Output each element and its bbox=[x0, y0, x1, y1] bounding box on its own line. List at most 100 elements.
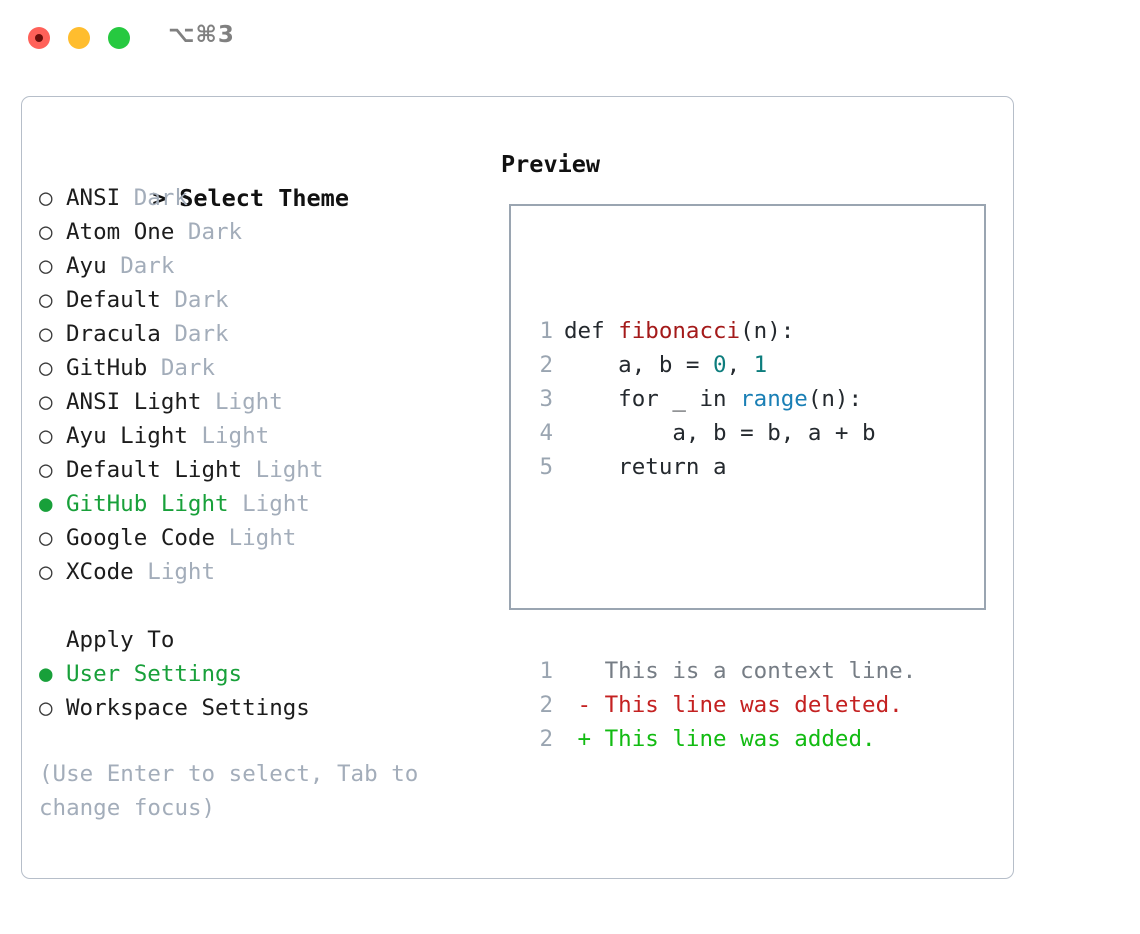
theme-picker-panel: >Select Theme ○ANSI Dark○Atom One Dark○A… bbox=[39, 147, 499, 725]
line-number: 3 bbox=[539, 386, 553, 412]
theme-variant-tag: Light bbox=[228, 525, 297, 551]
apply-to-label: Apply To bbox=[66, 627, 175, 653]
code-token-plain: a, b = bbox=[564, 352, 714, 378]
line-number: 5 bbox=[539, 454, 553, 480]
radio-unselected-icon: ○ bbox=[39, 321, 53, 347]
theme-name: Ayu bbox=[66, 253, 107, 279]
keyboard-hint-text: (Use Enter to select, Tab to change focu… bbox=[39, 761, 419, 821]
code-line: 1 def fibonacci(n): bbox=[525, 314, 916, 348]
theme-list-item[interactable]: ○XCode Light bbox=[39, 555, 499, 589]
line-number: 1 bbox=[539, 658, 553, 684]
diff-marker: + bbox=[564, 726, 592, 752]
theme-list-item[interactable]: ● GitHub Light Light bbox=[39, 487, 499, 521]
theme-list-item[interactable]: ○Default Dark bbox=[39, 283, 499, 317]
theme-variant-tag: Dark bbox=[174, 287, 229, 313]
diff-sample: 1 This is a context line.2 - This line w… bbox=[525, 654, 916, 756]
code-token-plain: , bbox=[726, 352, 754, 378]
radio-unselected-icon: ○ bbox=[39, 185, 53, 211]
apply-to-option[interactable]: ● User Settings bbox=[39, 657, 499, 691]
diff-text: This line was added. bbox=[591, 726, 876, 752]
diff-text: This line was deleted. bbox=[591, 692, 903, 718]
zoom-button[interactable] bbox=[108, 27, 130, 49]
theme-name: ANSI bbox=[66, 185, 121, 211]
radio-unselected-icon: ○ bbox=[39, 525, 53, 551]
keyboard-shortcut-label: ⌥⌘3 bbox=[168, 22, 235, 48]
theme-name: Ayu Light bbox=[66, 423, 188, 449]
radio-unselected-icon: ○ bbox=[39, 559, 53, 585]
diff-line: 2 - This line was deleted. bbox=[525, 688, 916, 722]
theme-variant-tag: Dark bbox=[133, 185, 188, 211]
theme-list-item[interactable]: ○ Dracula Dark bbox=[39, 317, 499, 351]
radio-unselected-icon: ○ bbox=[39, 287, 53, 313]
theme-variant-tag: Light bbox=[242, 491, 310, 517]
code-token-plain: def bbox=[564, 318, 619, 344]
theme-list-item[interactable]: ○ ANSI Dark bbox=[39, 181, 499, 215]
line-number: 4 bbox=[539, 420, 553, 446]
line-number: 1 bbox=[539, 318, 553, 344]
theme-variant-tag: Dark bbox=[174, 321, 229, 347]
prompt-caret-icon: > bbox=[152, 184, 167, 212]
code-token-plain: for _ in bbox=[564, 386, 741, 412]
theme-name: ANSI Light bbox=[66, 389, 202, 415]
code-token-number: 0 bbox=[713, 352, 727, 378]
diff-line: 1 This is a context line. bbox=[525, 654, 916, 688]
apply-to-option[interactable]: ○ Workspace Settings bbox=[39, 691, 499, 725]
theme-list-item[interactable]: ○ Default Light Light bbox=[39, 453, 499, 487]
code-token-call: range bbox=[740, 386, 808, 412]
radio-unselected-icon: ○ bbox=[39, 219, 53, 245]
theme-list-item[interactable]: ○GitHub Dark bbox=[39, 351, 499, 385]
theme-name: GitHub bbox=[66, 355, 148, 381]
theme-picker-header: > Select Theme bbox=[39, 147, 499, 212]
theme-list-item[interactable]: ○ Atom One Dark bbox=[39, 215, 499, 249]
theme-name: Dracula bbox=[66, 321, 161, 347]
code-token-plain: (n): bbox=[740, 318, 795, 344]
code-token-plain: a, b = b, a + b bbox=[564, 420, 876, 446]
line-number: 2 bbox=[539, 726, 553, 752]
apply-to-option-label: Workspace Settings bbox=[66, 695, 310, 721]
recording-indicator-icon bbox=[35, 34, 43, 42]
code-line: 4 a, b = b, a + b bbox=[525, 416, 916, 450]
code-line: 3 for _ in range(n): bbox=[525, 382, 916, 416]
theme-name: GitHub Light bbox=[66, 491, 229, 517]
minimize-button[interactable] bbox=[68, 27, 90, 49]
code-token-function: fibonacci bbox=[618, 318, 741, 344]
code-token-plain: return a bbox=[564, 454, 727, 480]
theme-variant-tag: Dark bbox=[120, 253, 175, 279]
theme-variant-tag: Light bbox=[255, 457, 324, 483]
code-token-number: 1 bbox=[753, 352, 768, 378]
theme-name: Atom One bbox=[66, 219, 175, 245]
line-number: 2 bbox=[539, 352, 553, 378]
page-title: Select Theme bbox=[179, 184, 349, 212]
theme-selection-dialog: >Select Theme ○ANSI Dark○Atom One Dark○A… bbox=[21, 96, 1014, 879]
radio-unselected-icon: ○ bbox=[39, 457, 53, 483]
radio-unselected-icon: ○ bbox=[39, 355, 53, 381]
apply-to-option-list: ● User Settings ○ Workspace Settings bbox=[39, 657, 499, 725]
radio-selected-icon: ● bbox=[39, 491, 53, 517]
radio-unselected-icon: ○ bbox=[39, 695, 53, 721]
code-diff-separator bbox=[525, 552, 916, 586]
theme-variant-tag: Dark bbox=[187, 219, 243, 245]
apply-to-option-label: User Settings bbox=[66, 661, 243, 687]
radio-unselected-icon: ○ bbox=[39, 389, 53, 415]
code-token-plain: (n): bbox=[807, 386, 863, 412]
theme-list-item[interactable]: ○Ayu Dark bbox=[39, 249, 499, 283]
theme-list: ○ANSI Dark○Atom One Dark○Ayu Dark○Defaul… bbox=[39, 181, 499, 589]
theme-list-item[interactable]: ○Ayu Light Light bbox=[39, 419, 499, 453]
diff-marker bbox=[564, 658, 591, 684]
theme-name: Default Light bbox=[66, 457, 243, 483]
radio-selected-icon: ● bbox=[39, 661, 53, 687]
theme-name: XCode bbox=[66, 559, 134, 585]
theme-variant-tag: Light bbox=[215, 389, 283, 415]
theme-list-item[interactable]: ○ Google Code Light bbox=[39, 521, 499, 555]
title-bar: ⌥⌘3 bbox=[0, 0, 1140, 78]
theme-name: Google Code bbox=[66, 525, 216, 551]
diff-marker: - bbox=[564, 692, 592, 718]
diff-line: 2 + This line was added. bbox=[525, 722, 916, 756]
theme-list-item[interactable]: ○ ANSI Light Light bbox=[39, 385, 499, 419]
theme-variant-tag: Light bbox=[201, 423, 270, 449]
code-line: 5 return a bbox=[525, 450, 916, 484]
